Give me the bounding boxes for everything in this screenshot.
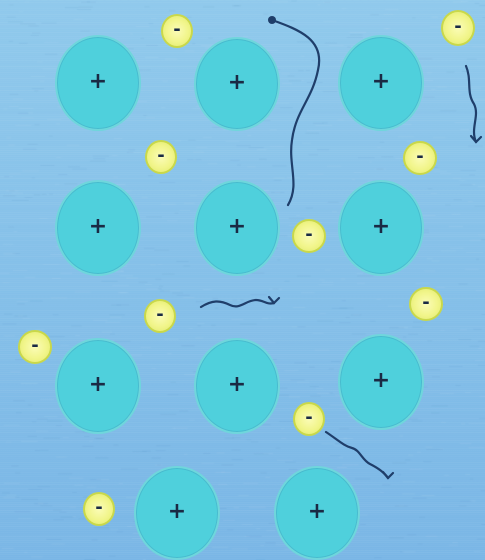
negative-sign: - <box>305 226 312 244</box>
cation: + <box>194 37 280 131</box>
electron: - <box>145 140 177 174</box>
positive-sign: + <box>372 71 390 93</box>
cation: + <box>338 334 424 430</box>
positive-sign: + <box>308 501 326 523</box>
negative-sign: - <box>416 148 423 166</box>
electron: - <box>293 402 325 436</box>
positive-sign: + <box>228 72 246 94</box>
positive-sign: + <box>89 71 107 93</box>
cation: + <box>55 180 141 276</box>
electron: - <box>161 14 193 48</box>
electron: - <box>441 10 475 46</box>
cation: + <box>194 338 280 434</box>
positive-sign: + <box>372 370 390 392</box>
cation: + <box>134 466 220 560</box>
negative-sign: - <box>173 21 180 39</box>
electron: - <box>409 287 443 321</box>
negative-sign: - <box>157 147 164 165</box>
cation: + <box>55 35 141 131</box>
electron: - <box>144 299 176 333</box>
positive-sign: + <box>89 216 107 238</box>
electron: - <box>403 141 437 175</box>
negative-sign: - <box>454 18 461 36</box>
cation: + <box>194 180 280 276</box>
positive-sign: + <box>228 216 246 238</box>
cation: + <box>338 35 424 131</box>
cation: + <box>274 466 360 560</box>
negative-sign: - <box>305 409 312 427</box>
positive-sign: + <box>372 216 390 238</box>
electron: - <box>83 492 115 526</box>
positive-sign: + <box>168 501 186 523</box>
positive-sign: + <box>228 374 246 396</box>
cation: + <box>338 180 424 276</box>
negative-sign: - <box>31 337 38 355</box>
negative-sign: - <box>422 294 429 312</box>
negative-sign: - <box>95 499 102 517</box>
electron: - <box>292 219 326 253</box>
electron: - <box>18 330 52 364</box>
cation: + <box>55 338 141 434</box>
positive-sign: + <box>89 374 107 396</box>
negative-sign: - <box>156 306 163 324</box>
